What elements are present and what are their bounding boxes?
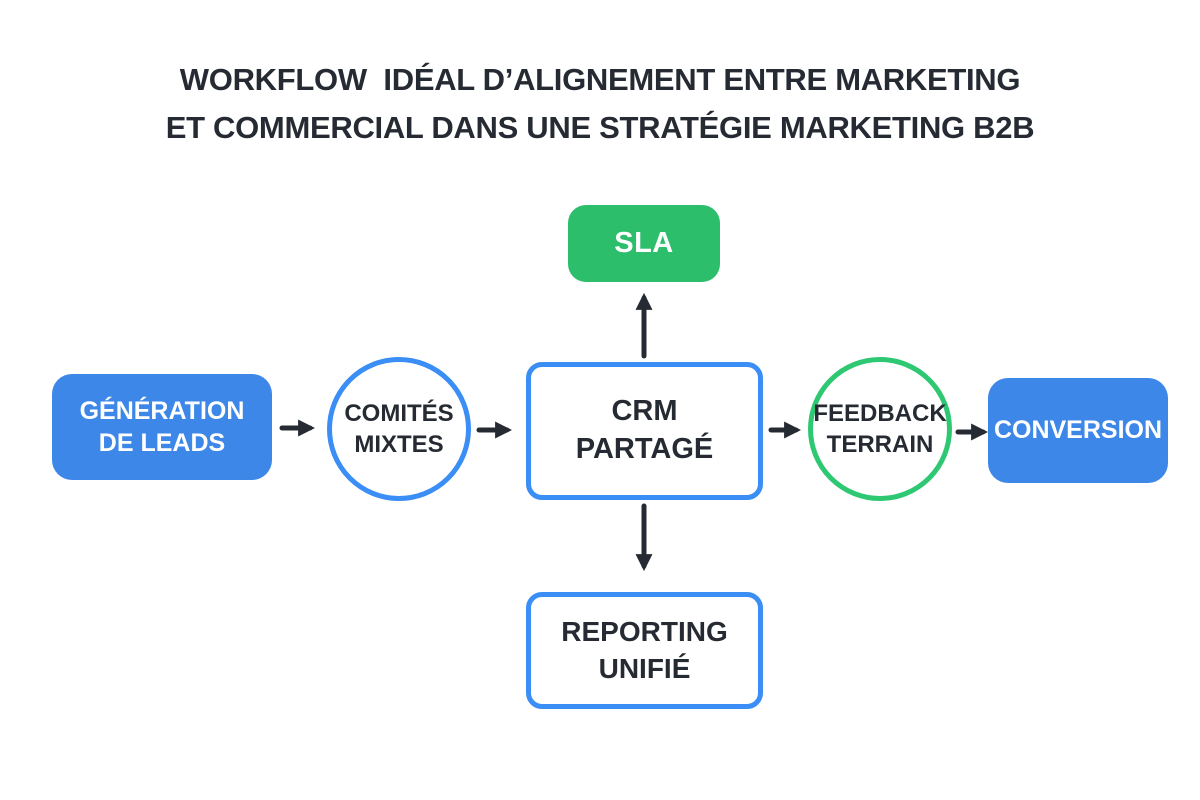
node-comites-mixtes: COMITÉS MIXTES	[327, 357, 471, 501]
node-feedback-terrain-label: FEEDBACK TERRAIN	[813, 399, 947, 458]
node-crm-partage-label: CRM PARTAGÉ	[575, 395, 714, 465]
node-sla-label: SLA	[614, 226, 674, 259]
node-reporting-unifie-label: REPORTING UNIFIÉ	[561, 616, 728, 684]
node-sla: SLA	[568, 205, 720, 282]
node-feedback-terrain: FEEDBACK TERRAIN	[808, 357, 952, 501]
node-crm-partage: CRM PARTAGÉ	[526, 362, 763, 500]
node-generation-de-leads-label: GÉNÉRATION DE LEADS	[79, 396, 245, 458]
node-reporting-unifie: REPORTING UNIFIÉ	[526, 592, 763, 709]
node-comites-mixtes-label: COMITÉS MIXTES	[344, 399, 454, 458]
node-conversion: CONVERSION	[988, 378, 1168, 483]
diagram-title: WORKFLOW IDÉAL D’ALIGNEMENT ENTRE MARKET…	[165, 62, 1035, 146]
node-conversion-label: CONVERSION	[993, 416, 1163, 445]
node-generation-de-leads: GÉNÉRATION DE LEADS	[52, 374, 272, 480]
